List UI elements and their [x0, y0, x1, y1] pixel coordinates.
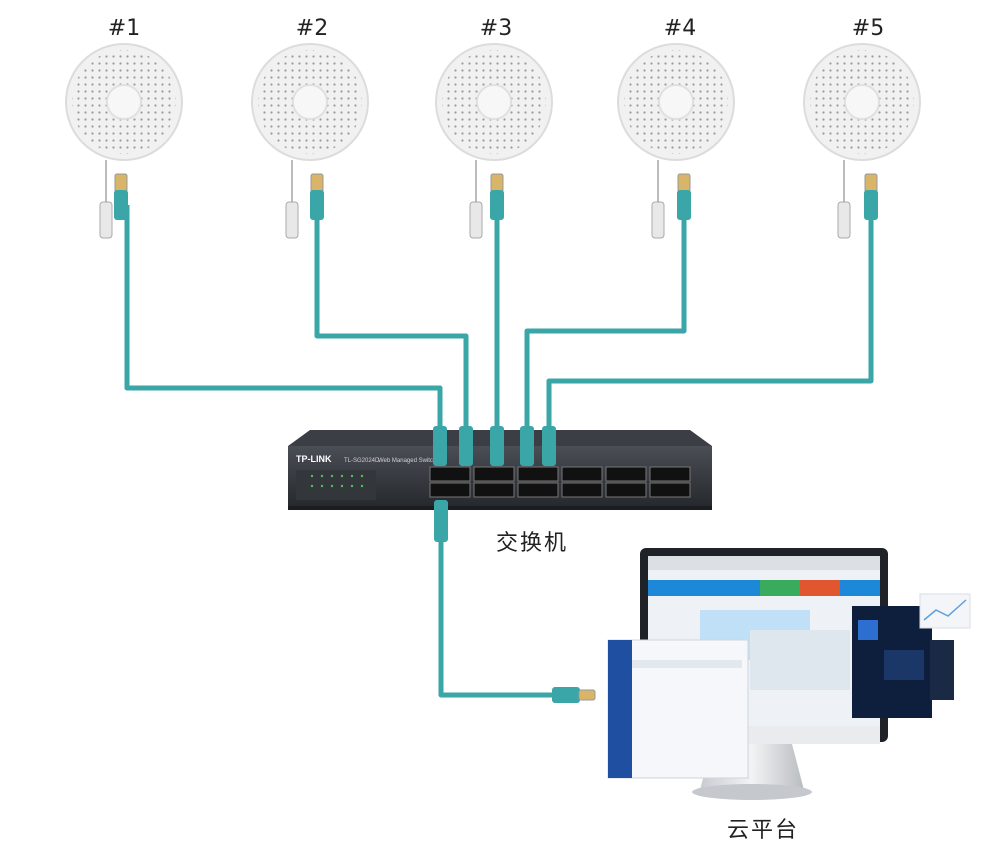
cable-uplink [438, 540, 560, 698]
switch-subtitle: Web Managed Switch [378, 458, 436, 464]
sensor-label-4: #4 [663, 16, 697, 41]
sensor-label-3: #3 [479, 16, 513, 41]
cable-4 [524, 205, 687, 440]
sensor-label-5: #5 [851, 16, 885, 41]
sensor-4 [617, 43, 735, 239]
cloud-monitor [607, 548, 971, 800]
switch-plugs [433, 426, 556, 542]
sensor-label-2: #2 [295, 16, 329, 41]
switch-model: TL-SG2024D [344, 458, 380, 464]
cable-group [124, 205, 874, 698]
sensor-2 [251, 43, 369, 239]
monitor-plug [552, 687, 596, 703]
switch-ports [429, 466, 691, 498]
switch-brand: TP-LINK [296, 454, 332, 464]
switch-caption: 交换机 [496, 531, 569, 556]
sensor-1 [65, 43, 183, 239]
cable-1 [124, 205, 443, 440]
sensor-label-1: #1 [107, 16, 141, 41]
sensor-group [65, 43, 921, 239]
network-switch: TP-LINK TL-SG2024D Web Managed Switch [288, 426, 712, 542]
cable-2 [314, 205, 469, 440]
sensor-5 [803, 43, 921, 239]
cable-5 [546, 205, 874, 440]
cloud-caption: 云平台 [727, 818, 800, 843]
sensor-3 [435, 43, 553, 239]
